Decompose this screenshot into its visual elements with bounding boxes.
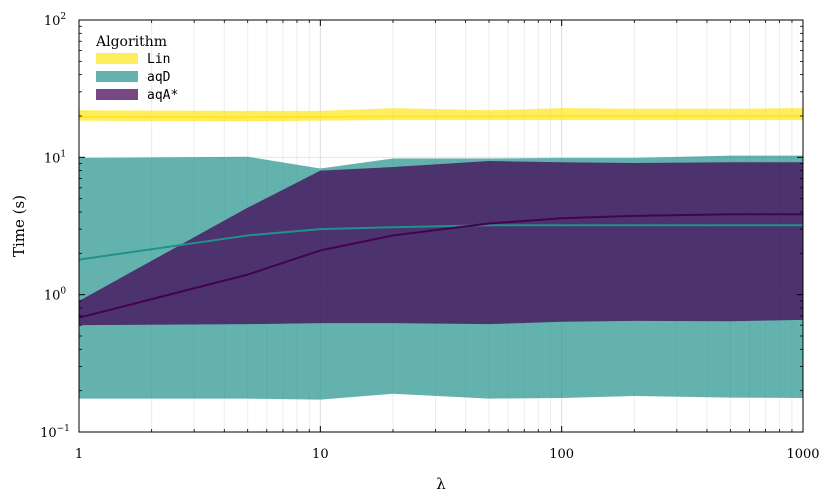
x-tick-label: 10 — [312, 447, 329, 462]
legend-entry: Lin — [147, 52, 170, 67]
x-tick-label: 1000 — [786, 447, 819, 462]
band-aqa-star — [79, 161, 803, 326]
plot-frame — [78, 19, 804, 433]
line-aqa-star — [78, 213, 803, 319]
line-lin — [78, 114, 803, 119]
x-axis-label: λ — [436, 475, 446, 493]
y-tick-exponent: 1 — [60, 149, 66, 159]
y-tick-label: 100 — [44, 287, 67, 304]
line-aqd — [78, 224, 803, 261]
y-tick-exponent: 0 — [60, 287, 66, 297]
legend-title: Algorithm — [95, 34, 167, 50]
x-tick-label: 100 — [549, 447, 574, 462]
band-lin — [79, 108, 803, 122]
y-tick-base: 10 — [44, 289, 61, 304]
y-tick-exponent: 2 — [60, 12, 66, 22]
y-tick-base: 10 — [40, 426, 57, 441]
y-tick-base: 10 — [44, 14, 61, 29]
y-tick-label: 101 — [44, 149, 66, 166]
bands-layer — [79, 108, 803, 400]
legend-entry: aqA* — [147, 88, 178, 103]
y-tick-exponent: −1 — [57, 424, 70, 434]
y-axis-label: Time (s) — [10, 195, 28, 257]
legend-swatch — [96, 53, 138, 64]
legend-swatch — [96, 89, 138, 100]
legend-entry: aqD — [147, 70, 171, 85]
y-tick-label: 102 — [44, 12, 66, 29]
y-tick-label: 10−1 — [40, 424, 70, 441]
legend: Algorithm Lin aqD aqA* — [95, 34, 178, 103]
lines-layer — [78, 114, 803, 319]
legend-swatch — [96, 71, 138, 82]
y-tick-base: 10 — [44, 151, 61, 166]
x-tick-label: 1 — [75, 447, 83, 462]
